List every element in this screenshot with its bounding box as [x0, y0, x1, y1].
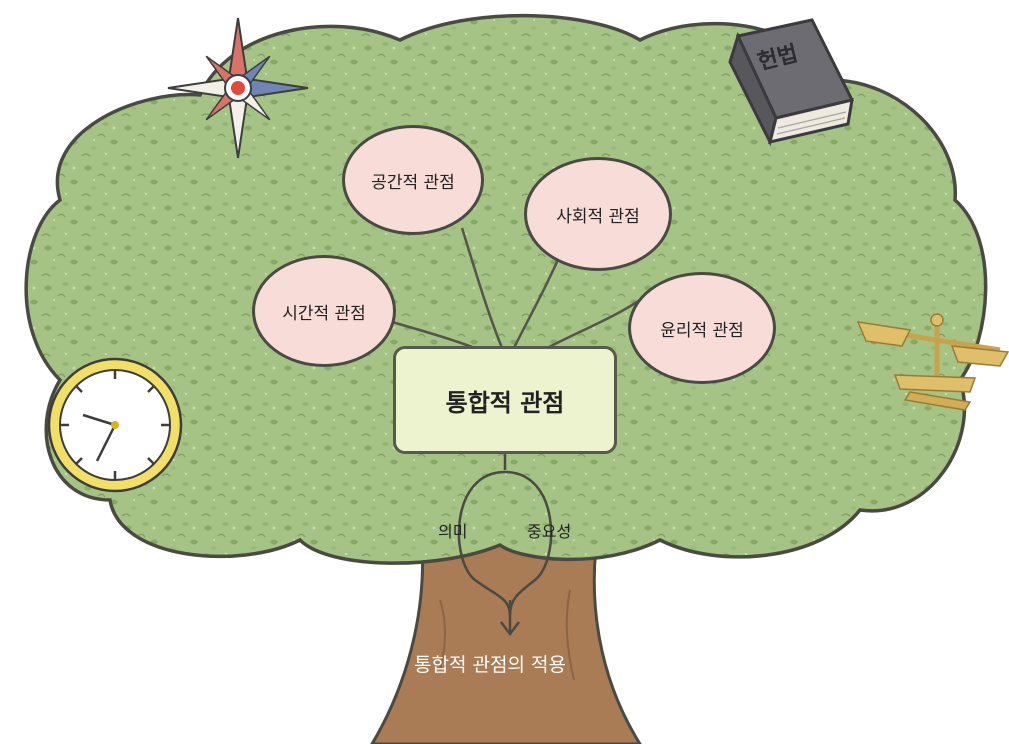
cycle-loop	[457, 452, 553, 616]
arrow-down-icon	[500, 600, 520, 637]
trunk-label-application: 통합적 관점의 적용	[414, 654, 566, 676]
cycle-label-meaning: 의미	[438, 522, 468, 541]
connector-social	[511, 254, 562, 351]
bubble-social-perspective: 사회적 관점	[524, 157, 672, 271]
book-icon	[728, 18, 855, 147]
compass-icon	[167, 17, 309, 159]
tree-canopy	[24, 13, 988, 565]
cycle-label-importance: 중요성	[527, 522, 572, 541]
tree-trunk	[370, 518, 642, 744]
clock-icon	[47, 357, 183, 493]
bubble-ethical-perspective: 윤리적 관점	[628, 272, 776, 384]
connector-spatial	[460, 227, 505, 351]
scales-icon	[856, 313, 1009, 411]
bubble-spatial-perspective: 공간적 관점	[342, 125, 484, 235]
center-integrated-perspective: 통합적 관점	[393, 346, 617, 454]
bubble-temporal-perspective: 시간적 관점	[252, 255, 396, 367]
